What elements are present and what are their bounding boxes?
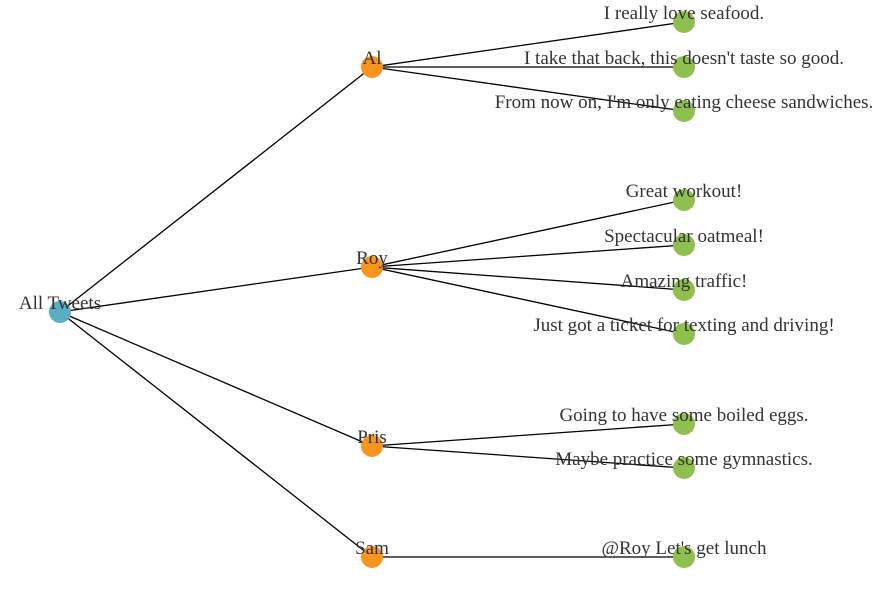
tweet-node-roy-3[interactable]: Amazing traffic!	[621, 271, 748, 301]
user-node-al-circle[interactable]	[361, 56, 383, 78]
link-al-tweet-3	[371, 66, 685, 112]
user-node-sam[interactable]: Sam	[355, 538, 389, 568]
link-root-to-sam	[59, 311, 373, 558]
user-node-roy[interactable]: Roy	[356, 248, 388, 278]
tweet-node-sam-1-circle[interactable]	[673, 546, 695, 568]
tweet-label: Maybe practice some gymnastics.	[555, 449, 812, 470]
tweet-label: @Roy Let's get lunch	[602, 538, 767, 559]
root-node-circle[interactable]	[49, 301, 71, 323]
tweet-node-al-2[interactable]: I take that back, this doesn't taste so …	[524, 48, 844, 78]
links-layer	[59, 21, 685, 558]
tweet-label: Great workout!	[626, 181, 743, 202]
tweet-node-pris-1-circle[interactable]	[673, 413, 695, 435]
tweet-node-al-1[interactable]: I really love seafood.	[604, 3, 764, 33]
user-node-sam-circle[interactable]	[361, 546, 383, 568]
tweet-node-roy-1[interactable]: Great workout!	[626, 181, 743, 211]
user-label: Sam	[355, 538, 389, 559]
tweet-node-al-2-circle[interactable]	[673, 56, 695, 78]
link-pris-tweet-2	[371, 445, 685, 469]
tweet-label: Going to have some boiled eggs.	[559, 405, 808, 426]
link-roy-tweet-2	[371, 244, 685, 268]
tweet-node-pris-1[interactable]: Going to have some boiled eggs.	[559, 405, 809, 435]
tweet-node-al-1-circle[interactable]	[673, 11, 695, 33]
link-root-to-pris	[59, 311, 373, 447]
tweet-node-roy-3-circle[interactable]	[673, 279, 695, 301]
link-roy-tweet-3	[371, 266, 685, 291]
user-node-pris[interactable]: Pris	[357, 427, 387, 457]
tweet-node-roy-4-circle[interactable]	[673, 323, 695, 345]
user-label: Roy	[356, 248, 388, 269]
tweet-node-roy-2[interactable]: Spectacular oatmeal!	[604, 226, 764, 256]
tweet-node-al-3[interactable]: From now on, I'm only eating cheese sand…	[495, 92, 874, 122]
link-al-tweet-1	[371, 21, 685, 68]
user-node-pris-circle[interactable]	[361, 435, 383, 457]
tweet-node-al-3-circle[interactable]	[673, 100, 695, 122]
tweet-node-sam-1[interactable]: @Roy Let's get lunch	[602, 538, 767, 568]
link-roy-tweet-4	[371, 266, 685, 335]
link-root-to-roy	[59, 266, 373, 313]
tweet-label: Just got a ticket for texting and drivin…	[533, 315, 834, 336]
tweet-label: I really love seafood.	[604, 3, 764, 24]
user-label: Pris	[357, 427, 387, 448]
tweet-node-roy-2-circle[interactable]	[673, 234, 695, 256]
link-root-to-al	[59, 66, 373, 313]
tweet-node-roy-1-circle[interactable]	[673, 189, 695, 211]
tweet-label: Amazing traffic!	[621, 271, 748, 292]
tweet-node-roy-4[interactable]: Just got a ticket for texting and drivin…	[533, 315, 835, 345]
user-node-al[interactable]: Al	[361, 48, 383, 78]
tweet-node-pris-2-circle[interactable]	[673, 457, 695, 479]
link-pris-tweet-1	[371, 423, 685, 447]
root-node[interactable]: All Tweets	[19, 293, 101, 323]
user-label: Al	[363, 48, 382, 69]
tweet-label: From now on, I'm only eating cheese sand…	[495, 92, 874, 113]
link-roy-tweet-1	[371, 199, 685, 268]
user-node-roy-circle[interactable]	[361, 256, 383, 278]
root-label: All Tweets	[19, 293, 101, 314]
tweet-label: Spectacular oatmeal!	[604, 226, 764, 247]
tweet-node-pris-2[interactable]: Maybe practice some gymnastics.	[555, 449, 813, 479]
nodes-layer: I really love seafood. I take that back, …	[19, 3, 873, 568]
tweet-label: I take that back, this doesn't taste so …	[524, 48, 844, 69]
